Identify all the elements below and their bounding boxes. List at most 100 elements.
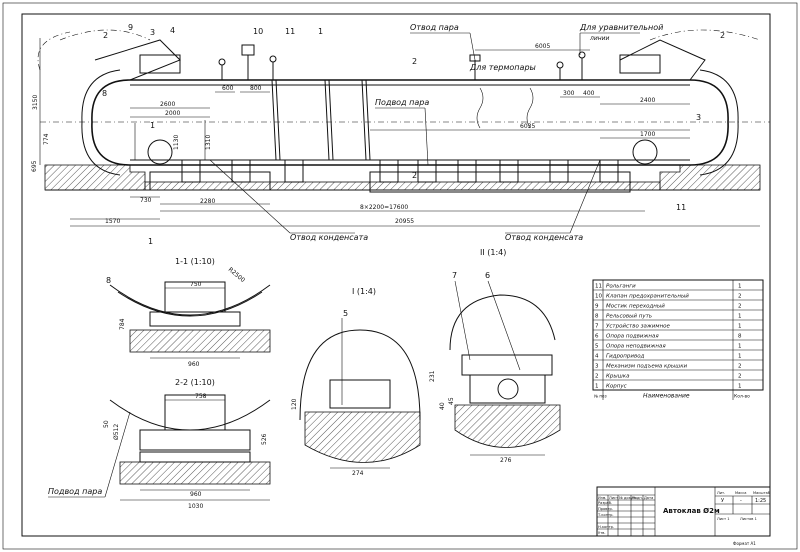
- spec-row-name: Мостик переходный: [606, 304, 665, 310]
- spec-row-name: Гидропривод: [606, 354, 645, 360]
- spec-row-qty: 2: [738, 304, 742, 310]
- sec22-dim-50: 50: [103, 420, 110, 428]
- tb-h-doc: № докум.: [619, 496, 637, 500]
- viewII-callout-6: 6: [485, 271, 490, 280]
- dim-6005: 6005: [535, 43, 550, 50]
- spec-row-num: 5: [595, 344, 599, 350]
- label-steam-supply: Подвод пара: [375, 98, 429, 107]
- spec-row-qty: 1: [738, 324, 742, 330]
- spec-row-num: 9: [595, 304, 599, 310]
- dim-2600: 2600: [160, 101, 175, 108]
- view-II: 231 40 45 276 7 6: [429, 271, 561, 464]
- dim-span: 8×2200=17600: [360, 204, 408, 211]
- dim-800: 800: [250, 85, 262, 92]
- section-2-2-title: 2-2 (1:10): [175, 378, 215, 387]
- spec-row-name: Рольганги: [606, 284, 636, 290]
- section-2-2: 2-2 (1:10) 758 50 Ø512 526 960 1030 Подв…: [48, 378, 271, 510]
- sec11-callout-8: 8: [106, 276, 111, 285]
- spec-row-qty: 1: [738, 284, 742, 290]
- spec-row-qty: 8: [738, 334, 742, 340]
- spec-row-name: Крышка: [606, 374, 630, 380]
- callout-4: 4: [170, 26, 175, 35]
- right-lid: [619, 29, 761, 176]
- left-lid: [37, 29, 181, 176]
- spec-row-name: Механизм подъема крышки: [606, 364, 688, 370]
- dim-2400: 2400: [640, 97, 655, 104]
- spec-row-num: 6: [595, 334, 599, 340]
- spec-row-qty: 2: [738, 364, 742, 370]
- spec-row-name: Опора подвижная: [606, 334, 659, 340]
- spec-row-qty: 1: [738, 354, 742, 360]
- dim-774: 774: [43, 133, 50, 145]
- tb-mass: -: [740, 498, 742, 504]
- dim-400: 400: [583, 90, 595, 97]
- dim-1570: 1570: [105, 218, 120, 225]
- viewII-dim-231: 231: [429, 370, 436, 382]
- tb-h-date: Дата: [644, 496, 653, 500]
- top-fittings: [218, 44, 586, 80]
- spec-header-num: № поз: [594, 394, 607, 399]
- spec-row-num: 3: [595, 364, 599, 370]
- label-condensate-outlet-1: Отвод конденсата: [290, 233, 368, 242]
- dim-1310: 1310: [205, 135, 212, 150]
- dim-2280: 2280: [200, 198, 215, 205]
- title-block: Изм. Лист № докум. Подп. Дата Разраб. Пр…: [596, 486, 771, 546]
- sec11-dim-R2500: R2500: [227, 266, 247, 284]
- spec-row-qty: 1: [738, 344, 742, 350]
- tb-mass-h: Масса: [735, 491, 746, 495]
- spec-row-name: Корпус: [606, 384, 627, 390]
- dim-1700: 1700: [640, 131, 655, 138]
- viewI-dim-274: 274: [352, 470, 364, 477]
- dim-730: 730: [140, 197, 152, 204]
- dim-20955: 20955: [395, 218, 414, 225]
- label-steam-supply-2: Подвод пара: [48, 487, 102, 496]
- view-I-title: I (1:4): [352, 287, 376, 296]
- tb-lit-h: Лит.: [717, 491, 725, 495]
- section-mark-2-top: 2: [412, 57, 417, 66]
- tb-nkontr: Н.контр.: [598, 525, 614, 529]
- tb-tkontr: Т.контр.: [597, 513, 614, 517]
- tb-scale: 1:25: [755, 498, 766, 504]
- sec11-dim-750: 750: [190, 281, 202, 288]
- spec-row-qty: 2: [738, 294, 742, 300]
- sec22-dim-1030: 1030: [188, 503, 203, 510]
- foundation: [44, 164, 146, 191]
- main-view: 3150 2600 2000 600 800 6005 300 400 2400…: [31, 23, 770, 257]
- sec22-dim-526: 526: [261, 433, 268, 445]
- callout-8: 8: [102, 89, 107, 98]
- spec-row-num: 10: [595, 294, 602, 300]
- spec-row-num: 11: [595, 284, 602, 290]
- tb-stamp: Автоклав Ø2м: [663, 507, 720, 515]
- callout-3: 3: [150, 28, 155, 37]
- section-1-1-title: 1-1 (1:10): [175, 257, 215, 266]
- tb-lit: У: [721, 498, 724, 504]
- section-mark-1-bottom: 1: [148, 237, 153, 246]
- dimension-lines: [39, 38, 760, 227]
- section-mark-2-bottom: 2: [412, 171, 417, 180]
- tb-utv: Утв.: [598, 531, 606, 535]
- viewII-dim-276: 276: [500, 457, 512, 464]
- callout-11-right: 11: [676, 203, 686, 212]
- sec22-dim-512: Ø512: [113, 424, 120, 440]
- spec-row-qty: 2: [738, 374, 742, 380]
- label-equalizing-line: Для уравнительной: [579, 23, 663, 32]
- tb-sheets: Листов 1: [740, 517, 757, 521]
- dim-2000: 2000: [165, 110, 180, 117]
- tb-h-list: Лист: [609, 496, 618, 500]
- label-condensate-outlet-2: Отвод конденсата: [505, 233, 583, 242]
- section-mark-1-top: 1: [150, 121, 155, 130]
- spec-header-qty: Кол-во: [734, 394, 750, 400]
- spec-header-name: Наименование: [643, 393, 690, 400]
- dim-300: 300: [563, 90, 575, 97]
- body-supports: [181, 159, 619, 183]
- viewI-dim-120: 120: [291, 398, 298, 410]
- spec-row-name: Устройство зажимное: [606, 324, 671, 330]
- tb-h-izm: Изм.: [598, 496, 606, 500]
- dim-6035: 6035: [520, 123, 535, 130]
- spec-row-qty: 1: [738, 384, 742, 390]
- spec-row-num: 4: [595, 354, 599, 360]
- label-thermocouple: Для термопары: [469, 63, 536, 72]
